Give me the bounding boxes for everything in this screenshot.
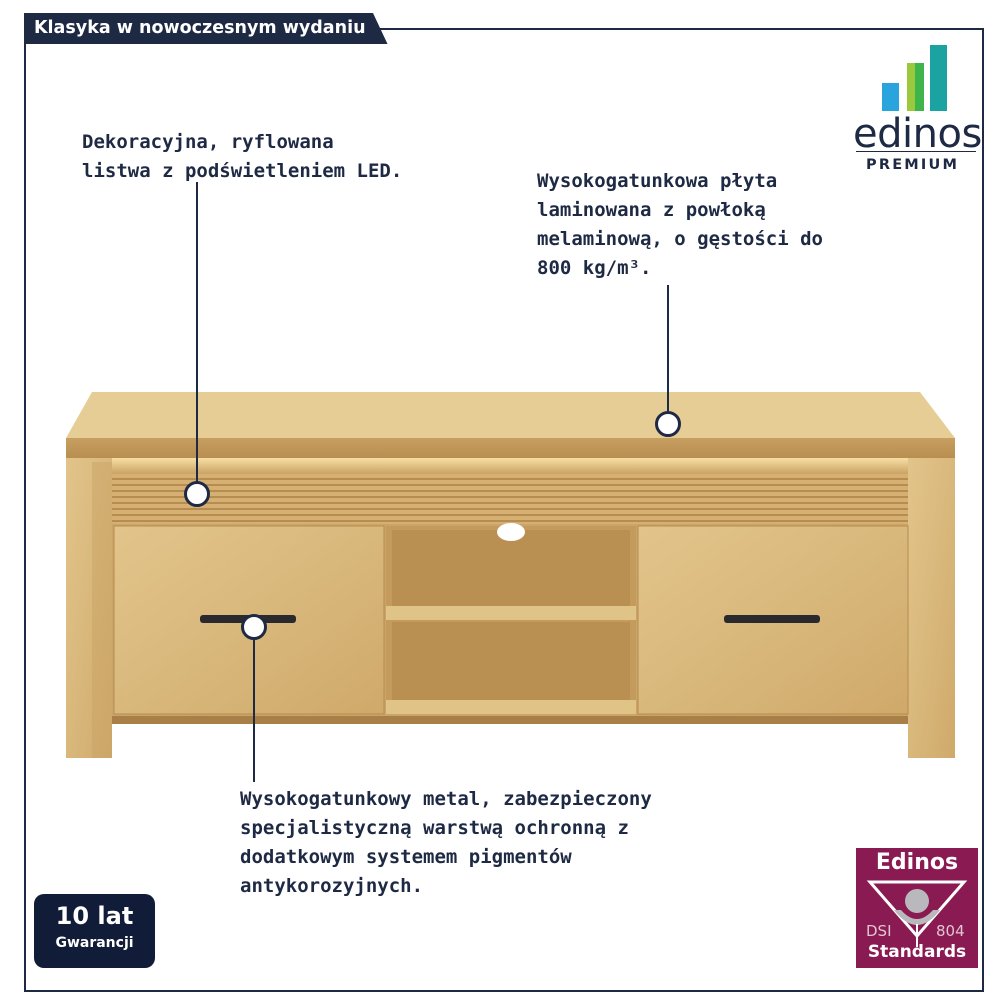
metal-callout: Wysokogatunkowy metal, zabezpieczony spe… [240, 788, 652, 897]
standards-code-right: 804 [936, 922, 965, 940]
brand-divider [856, 151, 976, 152]
brand-tier: PREMIUM [866, 157, 960, 173]
standards-brand: Edinos [875, 850, 959, 875]
tagline: Klasyka w nowoczesnym wydaniu [24, 13, 388, 44]
led-callout-line [196, 182, 198, 482]
metal-callout-marker [241, 614, 267, 640]
board-callout-marker [655, 411, 681, 437]
standards-label: Standards [867, 942, 967, 962]
led-callout-marker [184, 481, 210, 507]
warranty-years: 10 lat [55, 902, 134, 930]
standards-code-left: DSI [866, 922, 892, 940]
brand-name: edinos [853, 111, 982, 157]
warranty-label: Gwarancji [55, 935, 134, 951]
standards-badge: Edinos DSI 804 Standards [856, 848, 978, 968]
edinos-logo-bars [882, 45, 947, 111]
board-callout: Wysokogatunkowa płyta laminowana z powło… [537, 170, 823, 279]
content-frame [24, 28, 984, 992]
board-callout-line [667, 285, 669, 411]
standards-emblem [866, 880, 968, 947]
warranty-badge: 10 lat Gwarancji [34, 894, 155, 968]
metal-callout-line [253, 640, 255, 782]
led-strip-callout: Dekoracyjna, ryflowana listwa z podświet… [82, 131, 403, 182]
